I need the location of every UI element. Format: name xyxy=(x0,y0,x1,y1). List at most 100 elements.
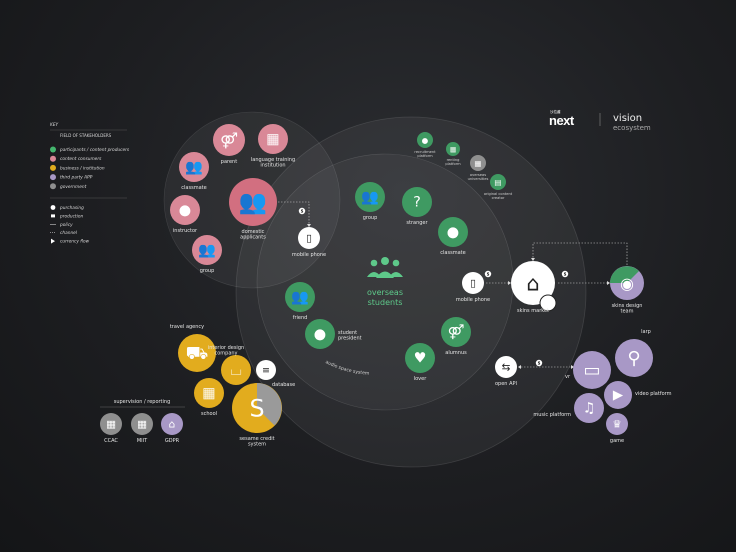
renting-platform-circle xyxy=(446,142,460,156)
ccac-circle xyxy=(100,413,122,435)
center-label-1: overseas xyxy=(367,288,403,297)
instructor-node[interactable]: ●instructor xyxy=(170,195,200,234)
video-platform-circle xyxy=(604,381,632,409)
game-node[interactable]: ♛game xyxy=(606,413,628,444)
open-api-node[interactable]: ⇆open API xyxy=(495,356,517,387)
vr-circle xyxy=(573,351,611,389)
svg-text:$: $ xyxy=(564,272,567,277)
database-node[interactable]: ≡database xyxy=(256,360,295,388)
database-label: database xyxy=(272,382,295,388)
open-api-label: open API xyxy=(495,381,517,387)
miit-node[interactable]: ▦MIIT xyxy=(131,413,153,444)
building-icon: ▦ xyxy=(137,419,147,431)
video-platform-node[interactable]: ▶video platform xyxy=(604,381,672,409)
camera-icon: ◉ xyxy=(620,274,634,293)
classmate-pink-label: classmate xyxy=(181,185,206,191)
music-platform-circle xyxy=(574,393,604,423)
travel-agency-label: travel agency xyxy=(170,324,204,330)
mobile-phone-right-node[interactable]: ▯mobile phone xyxy=(456,272,490,303)
ccac-node[interactable]: ▦ CCAC xyxy=(100,413,122,444)
doc-icon: ▤ xyxy=(494,178,501,187)
students-icon xyxy=(367,257,403,278)
stranger-node[interactable]: ?stranger xyxy=(402,187,432,226)
vr-label: vr xyxy=(565,374,571,380)
gdpr-label: GDPR xyxy=(165,438,180,444)
legend-item: third party APP xyxy=(50,174,93,181)
skins-market-node[interactable]: ⌂skins market xyxy=(511,261,557,314)
music-platform-node[interactable]: ♫music platform xyxy=(533,393,604,423)
heart-icon: ♥ xyxy=(414,351,427,367)
arrow-icon xyxy=(51,238,55,244)
legend-item: participants / content producers xyxy=(50,146,130,153)
lover-node[interactable]: ♥lover xyxy=(405,343,435,382)
building-icon: ▦ xyxy=(450,146,456,154)
vr-node[interactable]: ▭vr xyxy=(565,351,611,389)
store-icon: ⌂ xyxy=(526,272,539,296)
classmate-pink-node[interactable]: 👥classmate xyxy=(179,152,209,191)
logo-text: next xyxy=(549,113,575,128)
legend-item: business / institution xyxy=(50,164,105,171)
mobile-phone-left-node[interactable]: ▯mobile phone xyxy=(292,227,326,258)
hand-icon xyxy=(51,214,55,218)
classmate-green-circle xyxy=(438,217,468,247)
legend-item: content consumers xyxy=(50,155,102,162)
classmate-green-node[interactable]: ●classmate xyxy=(438,217,468,256)
travel-agency-node[interactable]: ⛟travel agency xyxy=(170,324,216,372)
legend-label: business / institution xyxy=(60,165,105,171)
group-pink-circle xyxy=(192,235,222,265)
group-pink-node[interactable]: 👥group xyxy=(192,235,222,274)
dollar-icon xyxy=(535,359,543,367)
larp-node[interactable]: ⚲larp xyxy=(615,329,653,377)
brand-logo: 沙拉酱 next vision ecosystem xyxy=(549,109,651,132)
group-green-node[interactable]: 👥group xyxy=(355,182,385,221)
dollar-badges: $ $ $ $ xyxy=(298,207,569,367)
friend-node[interactable]: 👥friend xyxy=(285,282,315,321)
recruitment-platform-circle xyxy=(417,132,433,148)
group-pink-label: group xyxy=(200,268,215,274)
legend-title: KEY xyxy=(50,122,59,128)
svg-text:$: $ xyxy=(487,272,490,277)
phone-icon: ▯ xyxy=(306,233,312,245)
instructor-circle xyxy=(170,195,200,225)
miit-circle xyxy=(131,413,153,435)
interior-design-circle xyxy=(221,355,251,385)
parent-node[interactable]: ⚤parent xyxy=(213,124,245,165)
logo-small-text: 沙拉酱 xyxy=(550,109,561,114)
group-green-label: group xyxy=(363,215,378,221)
alumnus-node[interactable]: ⚤alumnus xyxy=(441,317,471,356)
travel-agency-circle xyxy=(178,334,216,372)
brand-title: vision xyxy=(613,113,642,124)
larp-icon: ⚲ xyxy=(627,348,640,369)
school-node[interactable]: ▦school xyxy=(194,378,224,417)
game-label: game xyxy=(610,438,624,444)
building-icon: ▦ xyxy=(106,419,116,431)
gdpr-node[interactable]: ⌂GDPR xyxy=(161,413,183,444)
school-circle xyxy=(194,378,224,408)
overseas-students-node[interactable]: overseas students xyxy=(367,257,403,307)
legend-categories: participants / content producers content … xyxy=(50,146,130,190)
stranger-circle xyxy=(402,187,432,217)
sofa-icon: ⌴ xyxy=(230,363,241,379)
ccac-label: CCAC xyxy=(104,438,118,444)
legend-label: third party APP xyxy=(60,175,93,181)
mobile-phone-left-circle xyxy=(298,227,320,249)
